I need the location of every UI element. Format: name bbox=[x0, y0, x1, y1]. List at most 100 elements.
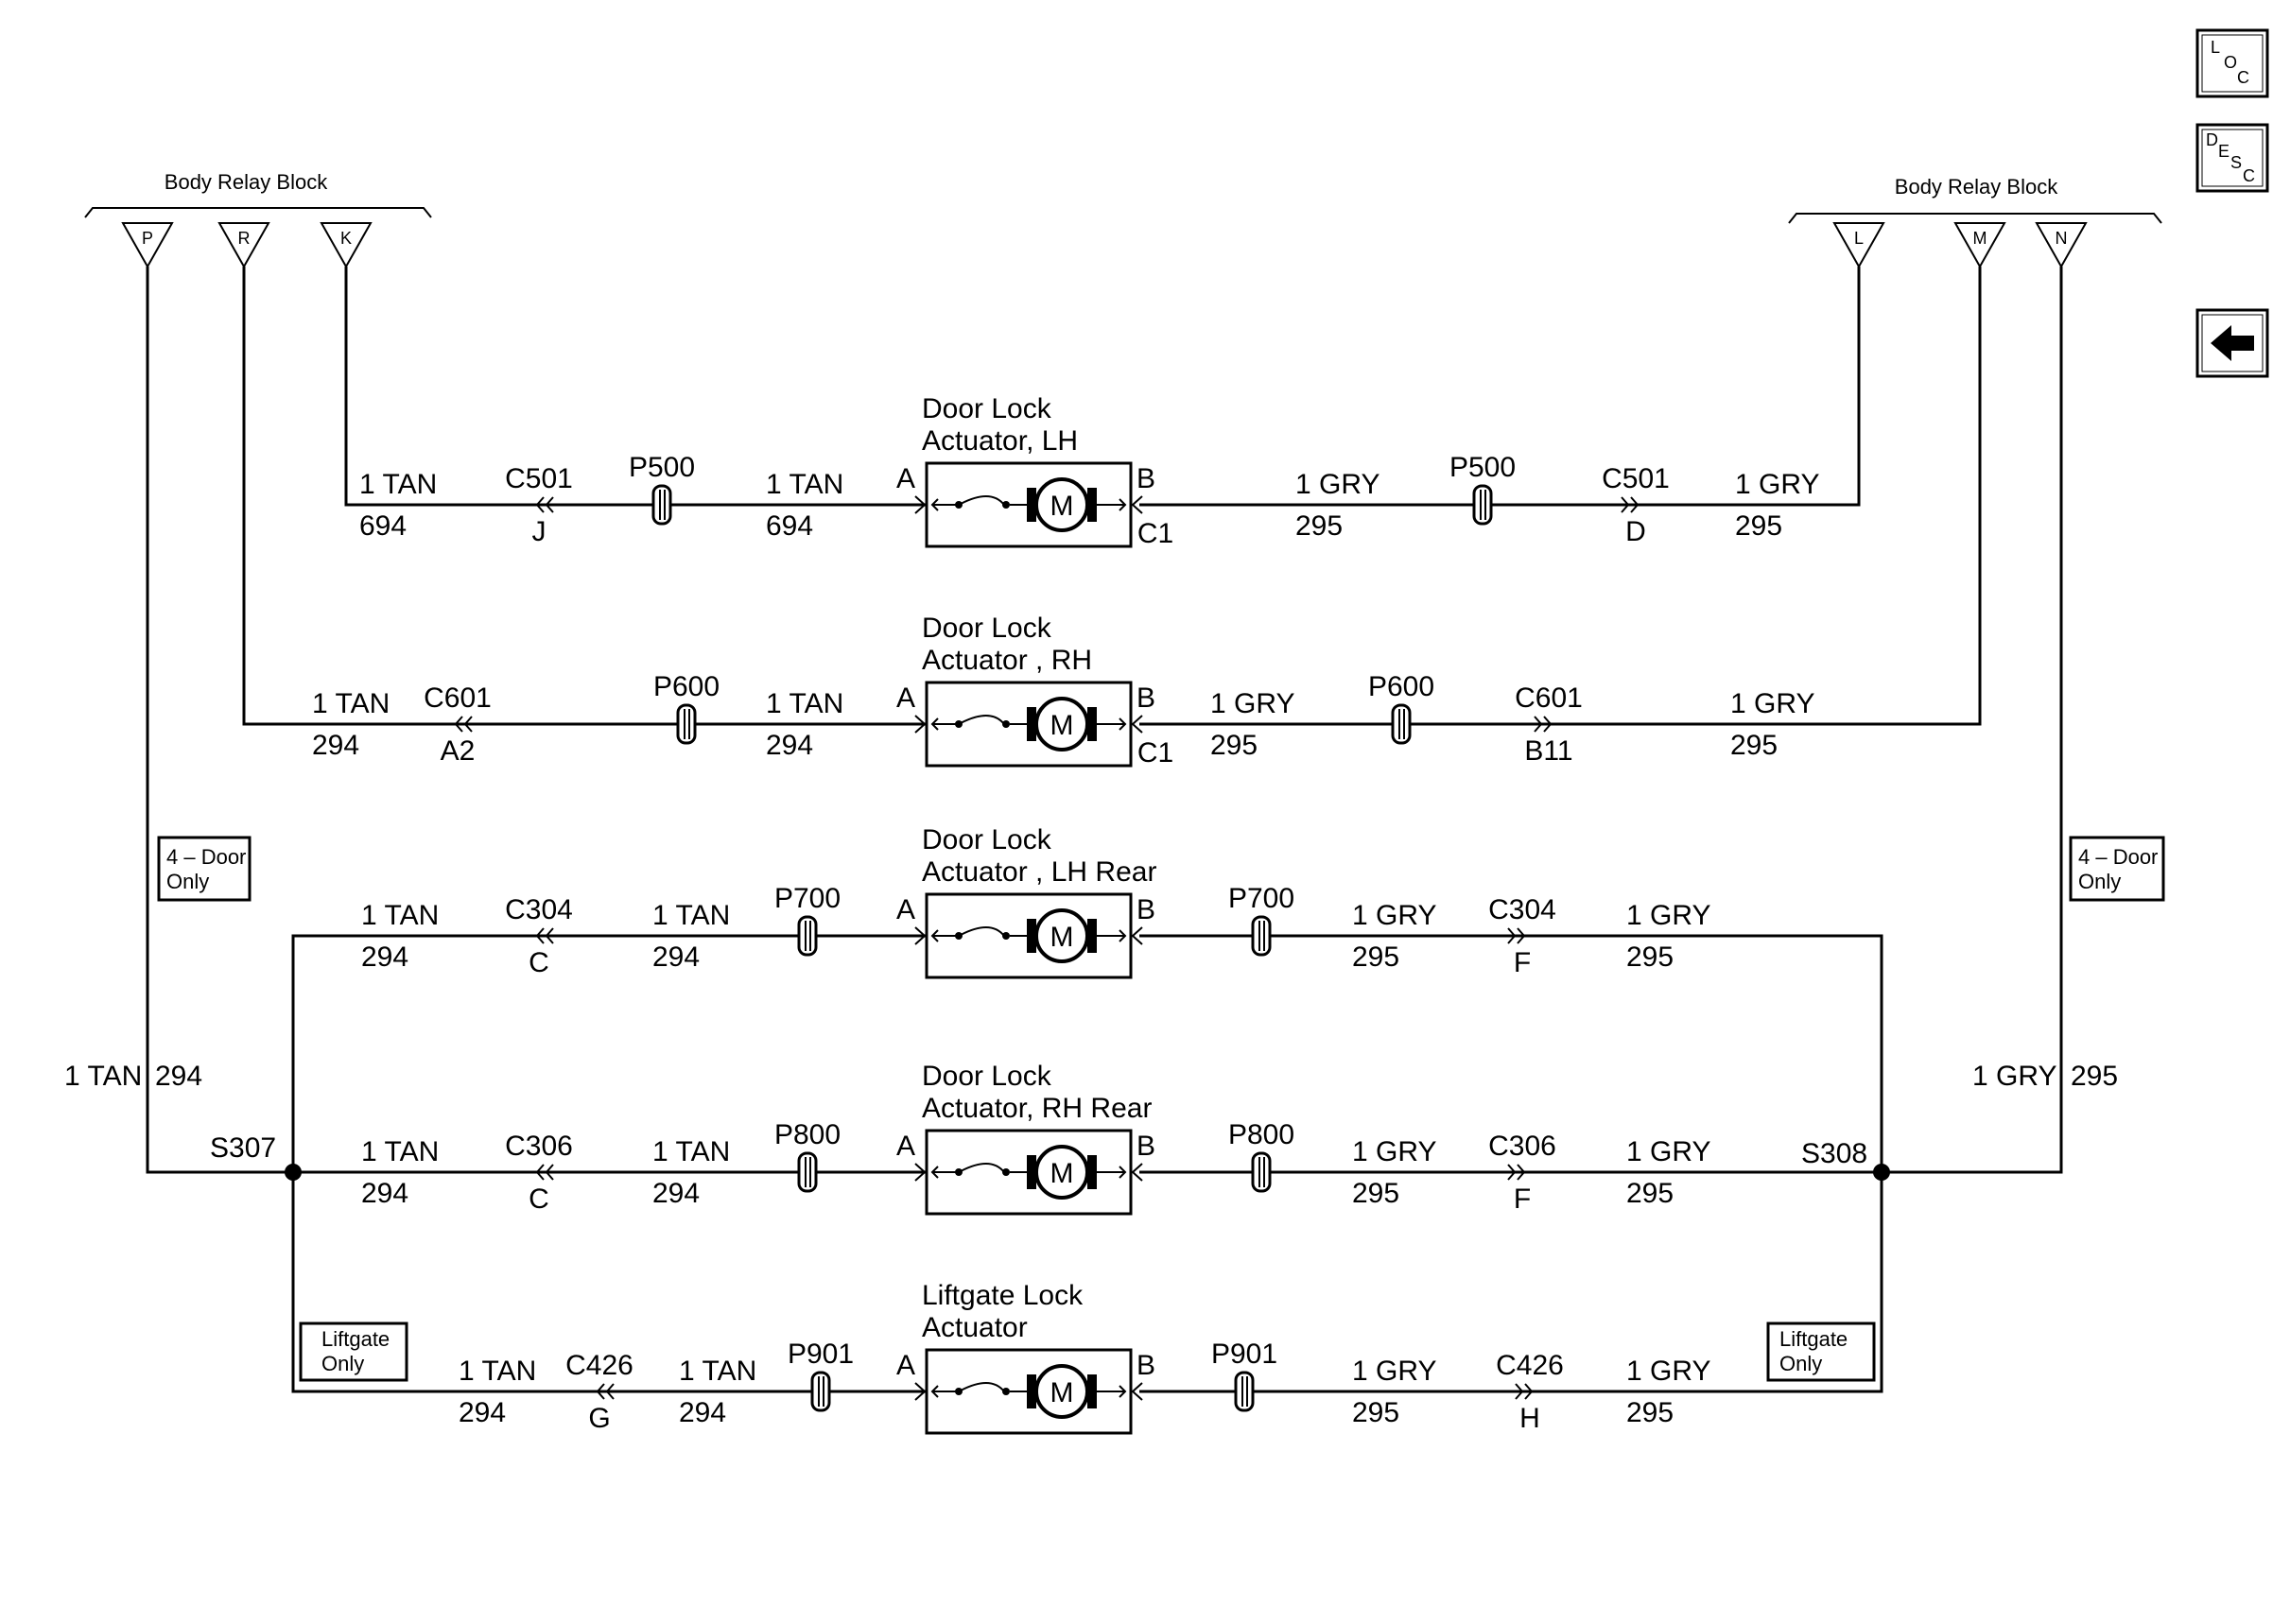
right-wire-circuit: 295 bbox=[1352, 1397, 1399, 1428]
right-connector-icon bbox=[1507, 927, 1526, 944]
left-wire-circuit: 294 bbox=[459, 1397, 506, 1428]
right-connector-id: C304 bbox=[1488, 894, 1556, 925]
actuator-pin-a: A bbox=[896, 682, 915, 714]
right-splice-pack-icon bbox=[1251, 1151, 1272, 1193]
actuator-subtitle: Actuator , RH bbox=[922, 645, 1092, 676]
right-wire-b-color: 1 GRY bbox=[1626, 900, 1711, 931]
note-four-door-right: 4 – Door Only bbox=[2069, 836, 2165, 902]
right-splice-pack-icon bbox=[1251, 915, 1272, 957]
splice-s308-label: S308 bbox=[1801, 1138, 1867, 1169]
left-wire-circuit: 294 bbox=[361, 1178, 408, 1209]
svg-text:S: S bbox=[2230, 153, 2242, 172]
note-liftgate-left: Liftgate Only bbox=[299, 1322, 408, 1382]
right-wire-b-circuit: 295 bbox=[1626, 942, 1674, 973]
right-splice-pack-icon bbox=[1391, 703, 1412, 745]
left-splice-pack-icon bbox=[676, 703, 697, 745]
actuator-pin-a: A bbox=[896, 463, 915, 494]
actuator-motor: M bbox=[914, 461, 1143, 548]
left-wire-b-color: 1 TAN bbox=[679, 1356, 756, 1387]
left-connector-pin: C bbox=[529, 947, 549, 978]
svg-text:O: O bbox=[2224, 53, 2237, 72]
relay-pin-m: M bbox=[1973, 229, 1987, 248]
actuator-motor: M bbox=[914, 1348, 1143, 1435]
actuator-pin-b: B bbox=[1136, 1350, 1155, 1381]
right-connector-pin: B11 bbox=[1524, 735, 1572, 767]
right-connector-id: C601 bbox=[1515, 682, 1583, 714]
right-wire-color: 1 GRY bbox=[1352, 900, 1437, 931]
actuator-subtitle: Actuator, LH bbox=[922, 425, 1078, 457]
actuator-pin-b: B bbox=[1136, 682, 1155, 714]
actuator-pin-b: B bbox=[1136, 1131, 1155, 1162]
left-wire-color: 1 TAN bbox=[359, 469, 437, 500]
right-wire-b-circuit: 295 bbox=[1626, 1397, 1674, 1428]
left-connector-icon bbox=[596, 1383, 615, 1400]
splice-s307-dot bbox=[285, 1164, 302, 1181]
left-vertical-wire-circuit: 294 bbox=[155, 1061, 202, 1092]
svg-text:Only: Only bbox=[1779, 1352, 1822, 1375]
left-wire-color: 1 TAN bbox=[312, 688, 390, 719]
actuator-title: Door Lock bbox=[922, 613, 1052, 644]
right-splice-pack-id: P500 bbox=[1449, 452, 1516, 483]
right-connector-pin: H bbox=[1519, 1403, 1540, 1434]
right-connector-icon bbox=[1507, 1164, 1526, 1181]
left-splice-pack-id: P600 bbox=[653, 671, 720, 702]
right-wire-color: 1 GRY bbox=[1352, 1356, 1437, 1387]
motor-symbol: M bbox=[1050, 710, 1074, 741]
svg-text:L: L bbox=[2211, 38, 2220, 57]
right-wire-circuit: 295 bbox=[1352, 1178, 1399, 1209]
left-connector-pin: C bbox=[529, 1183, 549, 1215]
right-connector-icon bbox=[1515, 1383, 1534, 1400]
left-connector-pin: J bbox=[532, 516, 547, 547]
loc-button[interactable]: L O C bbox=[2195, 28, 2269, 98]
svg-text:C: C bbox=[2237, 68, 2249, 87]
left-connector-id: C306 bbox=[505, 1131, 573, 1162]
left-arrow-icon bbox=[2211, 325, 2254, 361]
left-wire-circuit: 294 bbox=[312, 730, 359, 761]
right-wire-color: 1 GRY bbox=[1210, 688, 1295, 719]
relay-block-left: Body Relay Block P R K bbox=[84, 170, 432, 269]
left-connector-icon bbox=[535, 1164, 554, 1181]
actuator-subtitle: Actuator , LH Rear bbox=[922, 856, 1156, 888]
left-wire-color: 1 TAN bbox=[361, 1136, 439, 1167]
svg-text:Only: Only bbox=[2078, 870, 2121, 893]
left-splice-pack-icon bbox=[797, 915, 818, 957]
left-splice-pack-id: P800 bbox=[774, 1119, 841, 1150]
left-wire-b-color: 1 TAN bbox=[766, 469, 843, 500]
actuator-connector: C1 bbox=[1137, 737, 1173, 769]
svg-text:E: E bbox=[2218, 142, 2230, 161]
right-splice-pack-id: P700 bbox=[1228, 883, 1294, 914]
relay-block-left-title: Body Relay Block bbox=[165, 170, 328, 194]
relay-pin-n: N bbox=[2056, 229, 2068, 248]
right-connector-pin: D bbox=[1625, 516, 1646, 547]
relay-pin-l: L bbox=[1854, 229, 1864, 248]
svg-text:Only: Only bbox=[166, 870, 209, 893]
right-wire-circuit: 295 bbox=[1352, 942, 1399, 973]
motor-symbol: M bbox=[1050, 1158, 1074, 1189]
left-wire-b-circuit: 294 bbox=[652, 942, 700, 973]
relay-pin-k: K bbox=[340, 229, 352, 248]
back-button[interactable] bbox=[2195, 308, 2269, 378]
svg-text:4 – Door: 4 – Door bbox=[166, 845, 246, 869]
svg-text:Liftgate: Liftgate bbox=[1779, 1327, 1848, 1351]
actuator-pin-b: B bbox=[1136, 894, 1155, 925]
left-wire-color: 1 TAN bbox=[361, 900, 439, 931]
left-wire-b-circuit: 294 bbox=[766, 730, 813, 761]
left-wire-b-color: 1 TAN bbox=[652, 900, 730, 931]
actuator-subtitle: Actuator, RH Rear bbox=[922, 1093, 1152, 1124]
right-wire-b-color: 1 GRY bbox=[1626, 1356, 1711, 1387]
right-vertical-wire-color: 1 GRY bbox=[1972, 1061, 2057, 1092]
right-wire-circuit: 295 bbox=[1210, 730, 1258, 761]
right-wire-color: 1 GRY bbox=[1352, 1136, 1437, 1167]
left-splice-pack-id: P700 bbox=[774, 883, 841, 914]
left-connector-id: C501 bbox=[505, 463, 573, 494]
left-wire-b-circuit: 294 bbox=[679, 1397, 726, 1428]
left-connector-id: C304 bbox=[505, 894, 573, 925]
left-wire-circuit: 694 bbox=[359, 510, 407, 542]
left-connector-pin: G bbox=[588, 1403, 610, 1434]
desc-button[interactable]: D E S C bbox=[2195, 123, 2269, 193]
right-splice-pack-icon bbox=[1472, 484, 1493, 526]
